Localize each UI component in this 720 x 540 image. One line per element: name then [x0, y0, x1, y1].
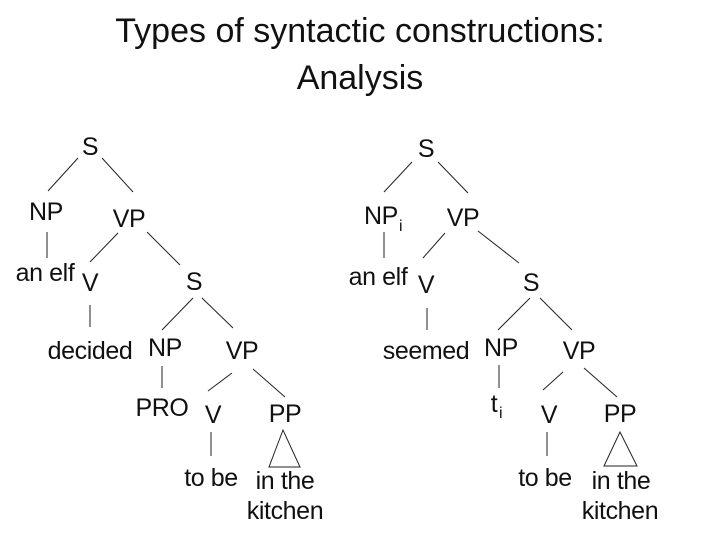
left-pp-triangle	[268, 428, 301, 468]
left-node-v: V	[82, 269, 99, 297]
left-node-s-root: S	[82, 133, 98, 161]
right-tree: S NP i VP an elf V S seemed NP VP t i V …	[349, 135, 659, 525]
right-node-np: NP	[364, 202, 398, 230]
left-edge-s-np	[47, 157, 79, 192]
right-pp-triangle	[603, 430, 638, 467]
left-node-np2: NP	[148, 334, 182, 362]
slide-title-line2: Analysis	[296, 59, 424, 97]
left-edge-s2-np2	[161, 297, 194, 331]
right-node-v2: V	[541, 401, 558, 429]
right-edge-vp2-pp	[583, 367, 618, 398]
left-edge-vp-v	[89, 232, 119, 263]
left-word-decided: decided	[48, 337, 133, 365]
left-tree: S NP VP an elf V S decided NP VP PRO V P…	[16, 133, 324, 525]
right-node-np-subscript: i	[399, 218, 402, 235]
right-edge-vp2-v2	[542, 371, 564, 391]
right-word-trace-subscript: i	[499, 405, 502, 422]
left-node-vp2: VP	[226, 337, 259, 365]
right-word-to-be: to be	[518, 464, 572, 492]
right-node-s-root: S	[418, 135, 434, 163]
left-node-s2: S	[186, 268, 202, 296]
right-word-trace: t	[491, 390, 498, 418]
left-edge-s-vp	[101, 157, 134, 193]
right-edge-s-vp	[437, 161, 469, 194]
right-word-in-the: in the	[592, 467, 651, 495]
right-edge-s-np	[383, 161, 413, 193]
right-edge-vp-v	[422, 232, 446, 259]
left-edge-vp2-pp	[252, 368, 286, 398]
left-node-pp: PP	[269, 400, 302, 428]
right-node-np2: NP	[484, 334, 518, 362]
right-word-kitchen: kitchen	[582, 497, 658, 525]
slide-title: Types of syntactic constructions: Analys…	[0, 8, 720, 102]
right-word-seemed: seemed	[383, 337, 470, 365]
left-word-pro: PRO	[136, 394, 189, 422]
right-node-pp: PP	[604, 400, 637, 428]
left-edge-vp-s2	[146, 231, 181, 266]
left-node-np: NP	[29, 198, 63, 226]
right-node-vp: VP	[447, 204, 480, 232]
left-word-an-elf: an elf	[16, 259, 75, 287]
right-node-vp2: VP	[563, 337, 596, 365]
left-word-to-be: to be	[184, 464, 238, 492]
left-edge-vp2-v2	[207, 372, 233, 392]
left-word-in-the: in the	[256, 467, 315, 495]
left-edge-s2-vp2	[201, 297, 234, 329]
right-node-s2: S	[523, 269, 539, 297]
slide-title-line1: Types of syntactic constructions:	[115, 12, 605, 50]
right-edge-s2-np2	[497, 297, 531, 331]
right-word-an-elf: an elf	[349, 263, 408, 291]
left-word-kitchen: kitchen	[247, 497, 323, 525]
right-edge-vp-s2	[477, 230, 520, 264]
left-node-v2: V	[205, 401, 222, 429]
right-edge-s2-vp2	[539, 297, 573, 331]
right-node-v: V	[418, 271, 435, 299]
left-node-vp: VP	[113, 205, 146, 233]
